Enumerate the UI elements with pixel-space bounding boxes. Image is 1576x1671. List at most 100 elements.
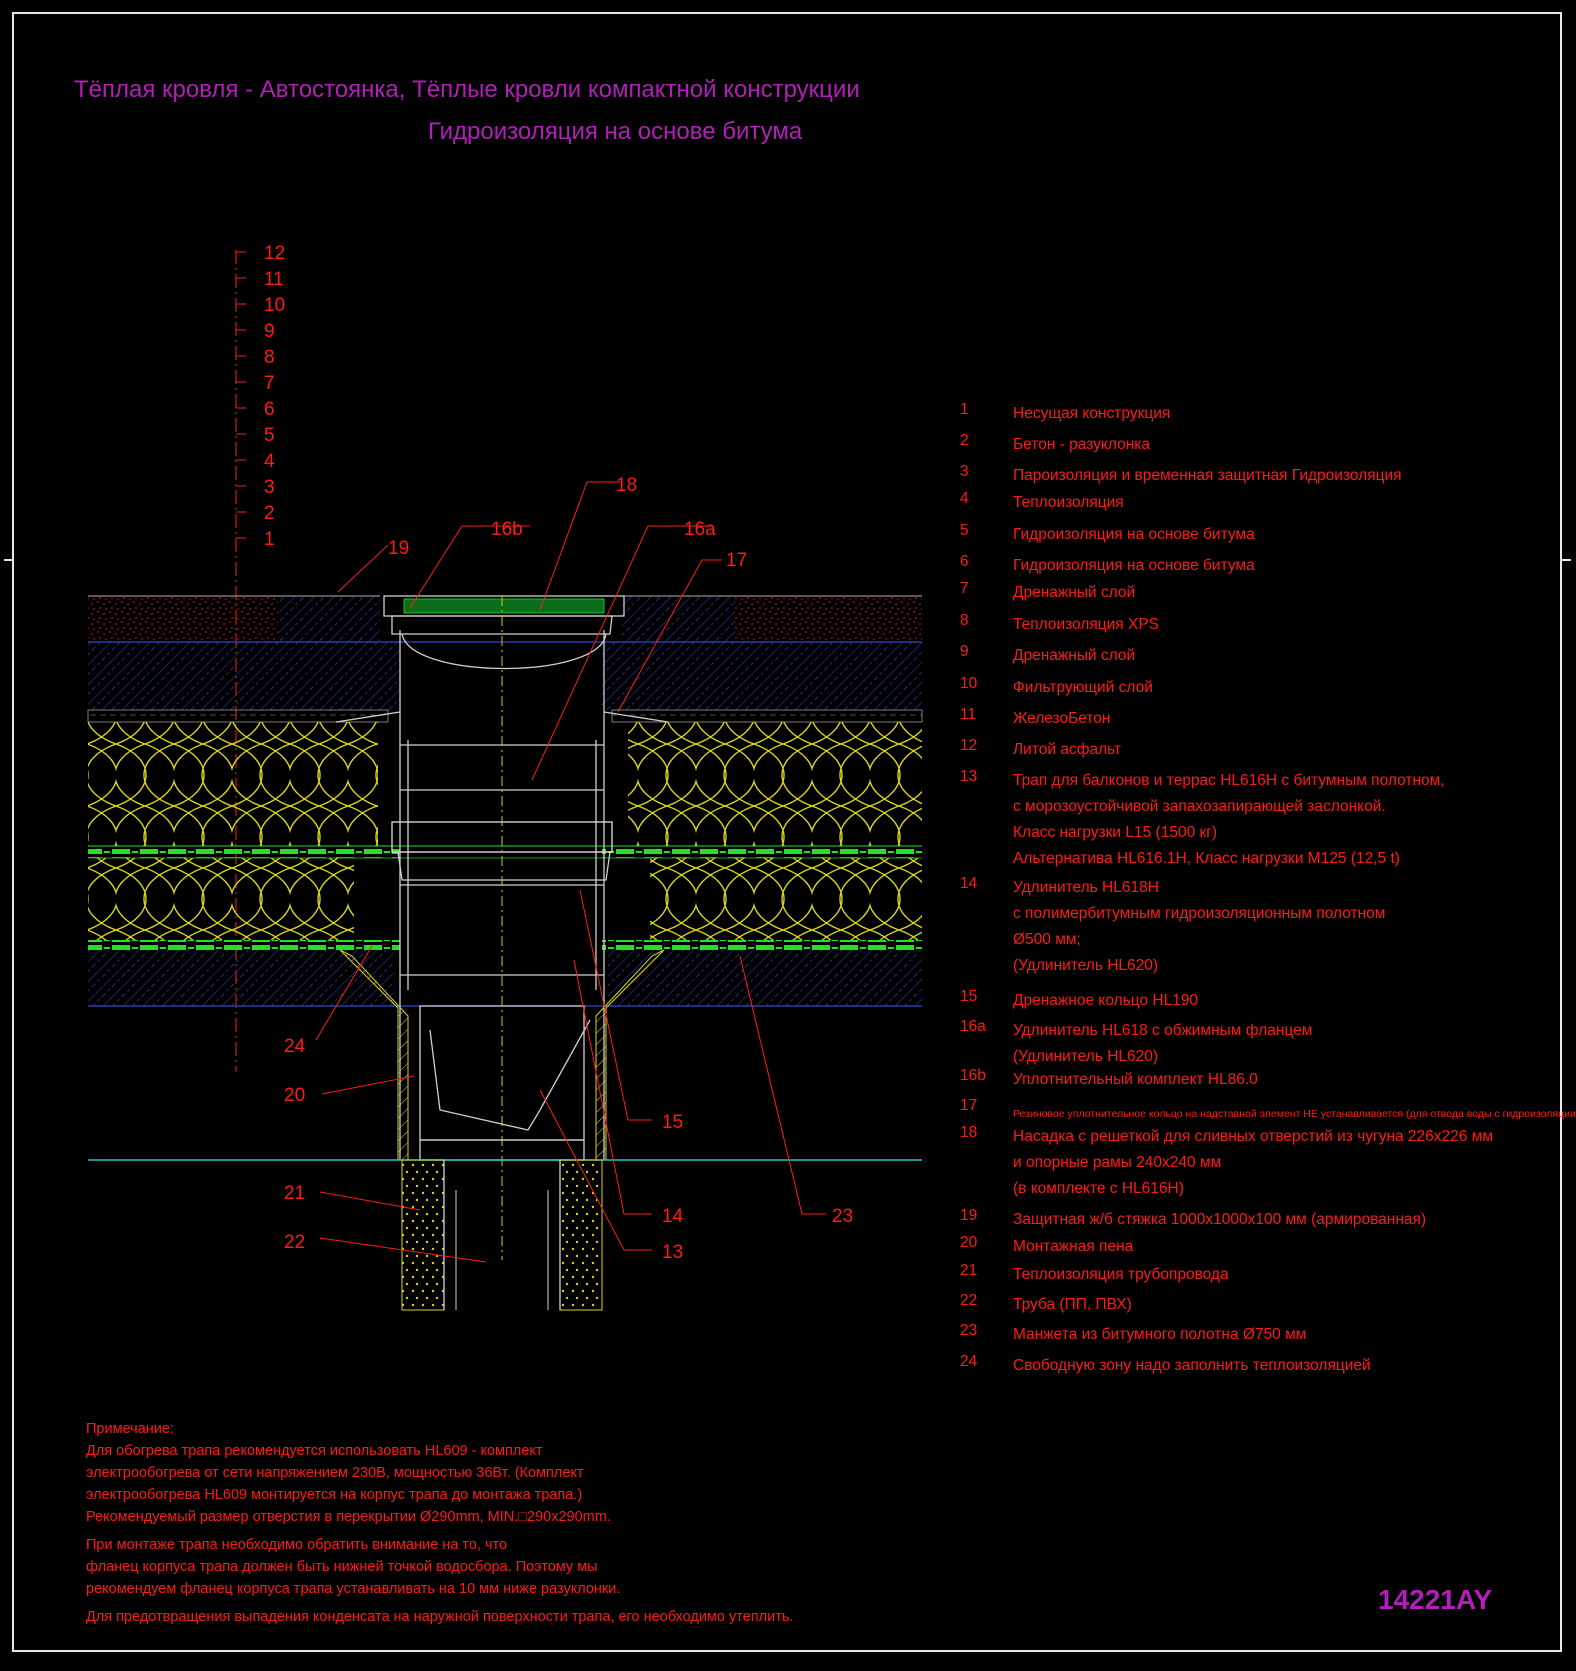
drawing-frame xyxy=(12,12,1562,1652)
legend-line: Удлинитель HL618 с обжимным фланцем xyxy=(1013,1022,1313,1039)
title-line-2: Гидроизоляция на основе битума xyxy=(428,118,803,145)
legend-number: 22 xyxy=(960,1292,978,1309)
legend-text: Пароизоляция и временная защитная Гидрои… xyxy=(1013,463,1402,489)
vapour-barrier-layer xyxy=(88,940,400,950)
scale-label: 3 xyxy=(264,477,275,498)
legend-text: Фильтрующий слой xyxy=(1013,675,1153,701)
legend-text: Уплотнительный комплект HL86.0 xyxy=(1013,1067,1258,1093)
callout-20: 20 xyxy=(284,1085,305,1106)
callout-16a: 16a xyxy=(684,519,716,540)
legend-text: Свободную зону надо заполнить теплоизоля… xyxy=(1013,1353,1371,1379)
legend-number: 12 xyxy=(960,737,978,754)
callout-15: 15 xyxy=(662,1112,683,1133)
xps-insulation-layer xyxy=(88,722,378,846)
legend-number: 23 xyxy=(960,1322,978,1339)
legend-line: (Удлинитель HL620) xyxy=(1013,1048,1159,1065)
legend-number: 11 xyxy=(960,706,977,723)
notes-heading: Примечание: xyxy=(86,1421,174,1437)
notes-block: Примечание: Для обогрева трапа рекоменду… xyxy=(86,1418,793,1628)
legend-line: Несущая конструкция xyxy=(1013,405,1171,422)
callout-21: 21 xyxy=(284,1183,305,1204)
frame-tick-left xyxy=(4,559,14,561)
notes-line: электрообогрева HL609 монтируется на кор… xyxy=(86,1487,583,1503)
legend-line: Трап для балконов и террас HL616H с биту… xyxy=(1013,772,1445,789)
reinforced-concrete-layer xyxy=(88,642,400,710)
legend-text: Манжета из битумного полотна Ø750 мм xyxy=(1013,1322,1306,1348)
frame-tick-right xyxy=(1561,559,1571,561)
legend-line: ЖелезоБетон xyxy=(1013,710,1111,727)
legend-text: Удлинитель HL618 с обжимным фланцем (Удли… xyxy=(1013,1018,1312,1070)
legend-number: 20 xyxy=(960,1234,978,1251)
notes-line: Для обогрева трапа рекомендуется использ… xyxy=(86,1443,543,1459)
legend-line: Теплоизоляция xyxy=(1013,494,1124,511)
legend-line: Литой асфальт xyxy=(1013,741,1122,758)
legend-line: Теплоизоляция XPS xyxy=(1013,616,1160,633)
legend-text: Теплоизоляция XPS xyxy=(1013,612,1159,638)
legend-number: 16a xyxy=(960,1018,986,1035)
scale-label: 4 xyxy=(264,451,275,472)
notes-line: фланец корпуса трапа должен быть нижней … xyxy=(86,1559,598,1575)
callout-17: 17 xyxy=(726,550,747,571)
legend-line: Дренажный слой xyxy=(1013,647,1136,664)
legend-line: Гидроизоляция на основе битума xyxy=(1013,526,1255,543)
notes-line: Рекомендуемый размер отверстия в перекры… xyxy=(86,1509,611,1525)
legend-line: Труба (ПП, ПВХ) xyxy=(1013,1296,1132,1313)
legend-number: 8 xyxy=(960,612,969,629)
legend-line: Дренажное кольцо HL190 xyxy=(1013,992,1199,1009)
legend-line: Бетон - разуклонка xyxy=(1013,436,1151,453)
legend-text: Дренажный слой xyxy=(1013,580,1135,606)
legend-line: (Удлинитель HL620) xyxy=(1013,957,1159,974)
legend-number: 15 xyxy=(960,988,978,1005)
legend-line: Защитная ж/б стяжка 1000x1000x100 мм (ар… xyxy=(1013,1211,1427,1228)
callout-16b: 16b xyxy=(491,519,523,540)
scale-label: 1 xyxy=(264,529,275,550)
legend-number: 3 xyxy=(960,463,969,480)
legend-line: с морозоустойчивой запахозапирающей засл… xyxy=(1013,798,1386,815)
legend-text: Трап для балконов и террас HL616H с биту… xyxy=(1013,768,1445,872)
legend-text: Дренажное кольцо HL190 xyxy=(1013,988,1198,1014)
legend-number: 7 xyxy=(960,580,969,597)
legend-number: 1 xyxy=(960,401,969,418)
legend-line: (в комплекте с HL616H) xyxy=(1013,1180,1184,1197)
legend-number: 19 xyxy=(960,1207,978,1224)
legend-text: Теплоизоляция xyxy=(1013,490,1124,516)
legend-line: Манжета из битумного полотна Ø750 мм xyxy=(1013,1326,1307,1343)
legend-number: 24 xyxy=(960,1353,978,1370)
legend-line: Свободную зону надо заполнить теплоизоля… xyxy=(1013,1357,1371,1374)
drain-pipe xyxy=(401,1159,603,1311)
legend-text: Гидроизоляция на основе битума xyxy=(1013,522,1255,548)
legend-text: Литой асфальт xyxy=(1013,737,1121,763)
legend-number: 18 xyxy=(960,1124,978,1141)
notes-line: рекомендуем фланец корпуса трапа устанав… xyxy=(86,1581,621,1597)
legend-line: Фильтрующий слой xyxy=(1013,679,1153,696)
legend-text: Бетон - разуклонка xyxy=(1013,432,1150,458)
callout-19: 19 xyxy=(388,538,409,559)
legend-line: Насадка с решеткой для сливных отверстий… xyxy=(1013,1128,1494,1145)
legend-number: 13 xyxy=(960,768,978,785)
notes-paragraph-2: При монтаже трапа необходимо обратить вн… xyxy=(86,1534,793,1600)
legend-line: Гидроизоляция на основе битума xyxy=(1013,557,1255,574)
legend-line: Теплоизоляция трубопровода xyxy=(1013,1266,1229,1283)
scale-label: 10 xyxy=(264,295,285,316)
scale-label: 9 xyxy=(264,321,275,342)
legend-line: Класс нагрузки L15 (1500 кг) xyxy=(1013,824,1218,841)
legend-line: Уплотнительный комплект HL86.0 xyxy=(1013,1071,1258,1088)
legend-text: Монтажная пена xyxy=(1013,1234,1133,1260)
scale-label: 12 xyxy=(264,243,285,264)
scale-label: 11 xyxy=(264,269,284,290)
title-line-1: Тёплая кровля - Автостоянка, Тёплые кров… xyxy=(74,76,860,103)
callout-13: 13 xyxy=(662,1242,683,1263)
notes-line: При монтаже трапа необходимо обратить вн… xyxy=(86,1537,508,1553)
scale-label: 7 xyxy=(264,373,275,394)
notes-line: электрообогрева от сети напряжением 230В… xyxy=(86,1465,584,1481)
legend-text: Теплоизоляция трубопровода xyxy=(1013,1262,1229,1288)
drawing-code: 14221AY xyxy=(1378,1584,1493,1615)
legend-text: Труба (ПП, ПВХ) xyxy=(1013,1292,1132,1318)
legend-number: 6 xyxy=(960,553,969,570)
callout-18: 18 xyxy=(616,475,637,496)
scale-label: 6 xyxy=(264,399,275,420)
bearing-concrete-slab xyxy=(88,950,394,1006)
callout-14: 14 xyxy=(662,1206,684,1227)
legend-text: Защитная ж/б стяжка 1000x1000x100 мм (ар… xyxy=(1013,1207,1426,1233)
thermal-insulation-layer xyxy=(88,858,354,940)
